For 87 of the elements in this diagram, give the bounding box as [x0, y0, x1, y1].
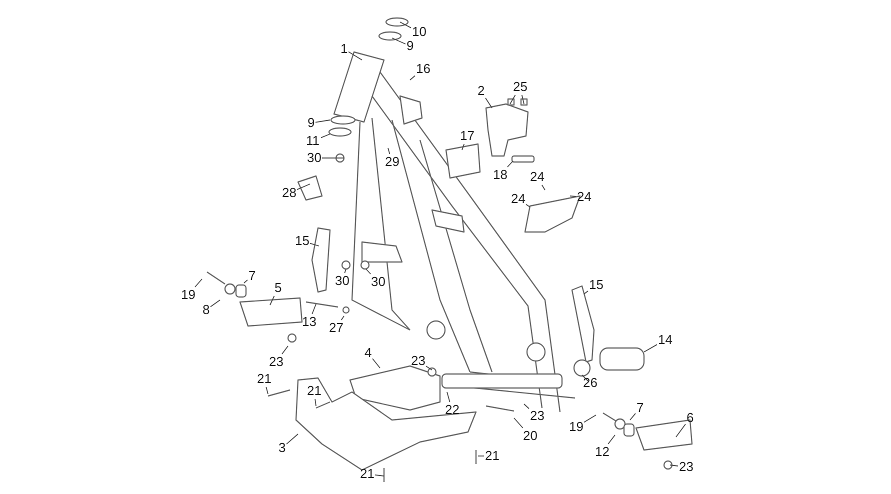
leader-line — [320, 134, 330, 138]
leader-line — [194, 278, 202, 288]
leader-line — [312, 304, 316, 314]
callout-number: 23 — [679, 460, 694, 474]
callout-number: 5 — [274, 281, 282, 295]
leader-line — [344, 268, 346, 274]
callout-number: 16 — [416, 62, 430, 76]
callout-number: 10 — [412, 25, 426, 39]
callout-number: 14 — [658, 333, 672, 347]
callout-number: 26 — [583, 376, 598, 390]
callout-number: 1 — [340, 42, 348, 56]
callout-number: 21 — [307, 384, 322, 398]
leader-line — [584, 414, 596, 423]
callout-number: 9 — [308, 116, 315, 130]
leader-line — [524, 404, 530, 410]
callout-number: 4 — [364, 346, 372, 360]
callout-number: 15 — [589, 278, 604, 292]
leader-line — [570, 196, 576, 197]
leader-line — [388, 148, 390, 154]
leader-line — [670, 464, 678, 466]
leader-line — [526, 204, 530, 208]
callout-number: 21 — [360, 467, 374, 481]
callout-number: 24 — [530, 170, 544, 184]
callout-number: 23 — [269, 355, 284, 369]
leader-line — [426, 366, 432, 370]
callout-number: 29 — [385, 155, 400, 169]
leader-line — [410, 75, 416, 80]
callout-number: 18 — [493, 168, 508, 182]
callout-number: 21 — [485, 449, 500, 463]
leader-line — [210, 300, 220, 308]
leader-line — [400, 22, 412, 28]
leader-line — [340, 316, 344, 320]
leader-line — [366, 268, 372, 274]
leader-line — [608, 434, 616, 444]
callout-number: 20 — [523, 429, 538, 443]
callout-number: 30 — [371, 275, 386, 289]
leader-line — [582, 374, 588, 382]
callout-number: 8 — [202, 303, 210, 317]
callout-number: 22 — [445, 403, 460, 417]
leader-line — [372, 358, 380, 368]
callout-number: 25 — [513, 80, 528, 94]
leader-line — [644, 344, 658, 352]
callout-number: 9 — [406, 39, 414, 53]
callout-number: 2 — [478, 84, 485, 98]
leader-line — [282, 346, 288, 354]
callout-number: 13 — [302, 315, 316, 329]
callout-number: 11 — [306, 134, 320, 148]
leader-line — [584, 290, 588, 294]
leader-line — [270, 296, 275, 306]
leader-line — [510, 94, 516, 104]
leader-line — [315, 120, 330, 123]
leader-line — [348, 51, 362, 60]
leader-line — [266, 386, 268, 394]
callout-number: 30 — [307, 151, 322, 165]
callout-number: 6 — [686, 411, 694, 425]
callout-number: 15 — [295, 234, 310, 248]
callout-number: 7 — [636, 401, 644, 415]
leader-line — [630, 412, 636, 420]
callout-number: 12 — [595, 445, 610, 459]
leader-line — [514, 418, 524, 428]
callout-number: 24 — [511, 192, 526, 206]
leader-line — [541, 184, 546, 190]
callout-number: 17 — [460, 129, 474, 143]
leader-line — [462, 144, 465, 150]
leader-line — [374, 474, 384, 476]
leader-line — [392, 38, 406, 44]
callout-number: 19 — [569, 420, 584, 434]
callout-number: 3 — [278, 441, 286, 455]
callout-number: 27 — [329, 321, 344, 335]
callout-number: 23 — [530, 409, 544, 423]
leader-line — [296, 184, 310, 190]
leader-line — [286, 434, 298, 445]
leader-line — [244, 280, 248, 284]
callout-number: 23 — [411, 354, 426, 368]
callout-number: 19 — [181, 288, 196, 302]
callout-number: 21 — [257, 372, 272, 386]
leader-line — [310, 242, 320, 246]
callout-number: 28 — [282, 186, 296, 200]
leader-line — [485, 98, 492, 108]
callout-number: 30 — [335, 274, 350, 288]
callout-number: 7 — [248, 269, 256, 283]
leader-line — [506, 160, 514, 168]
leader-line — [446, 392, 450, 402]
leader-line — [521, 94, 524, 104]
leader-line — [314, 398, 316, 406]
callout-number: 24 — [577, 190, 592, 204]
leader-line — [676, 424, 686, 438]
